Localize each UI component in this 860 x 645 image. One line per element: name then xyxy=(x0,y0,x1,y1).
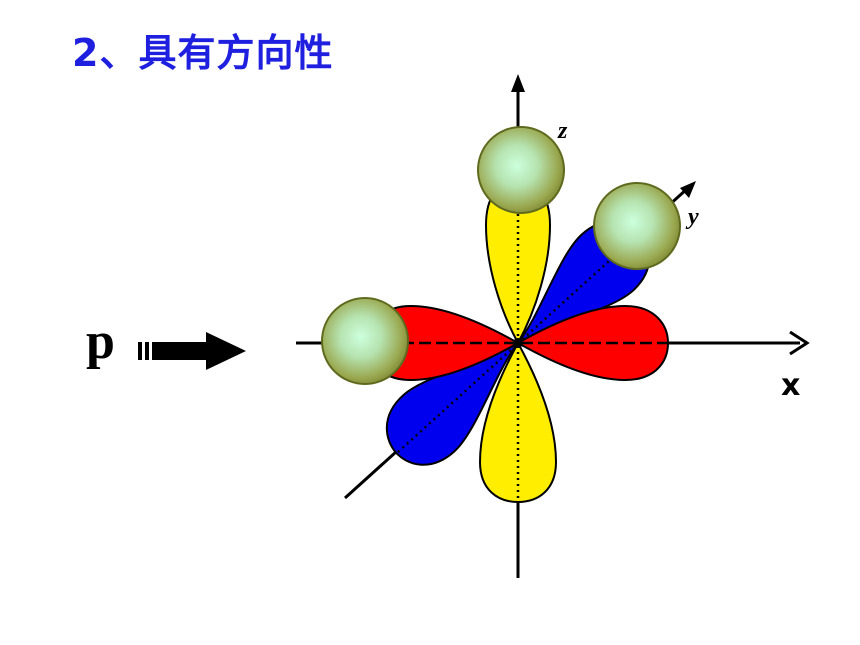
right-arrow-icon xyxy=(138,332,246,370)
x-axis-label: x xyxy=(781,368,801,403)
slide-title: 2、具有方向性 xyxy=(72,31,334,75)
p-orbital-label: p xyxy=(86,313,115,370)
sphere-z xyxy=(477,126,565,214)
sphere-x xyxy=(321,297,409,385)
pz-lobe-bottom xyxy=(478,340,558,504)
z-axis-arrowhead xyxy=(511,74,525,92)
y-axis-label: y xyxy=(685,204,699,230)
sphere-y xyxy=(593,182,681,270)
y-axis-arrowhead xyxy=(680,181,696,198)
z-axis-label: z xyxy=(557,118,568,144)
x-axis-arrowhead xyxy=(789,330,810,356)
nucleus-dot xyxy=(513,338,523,348)
